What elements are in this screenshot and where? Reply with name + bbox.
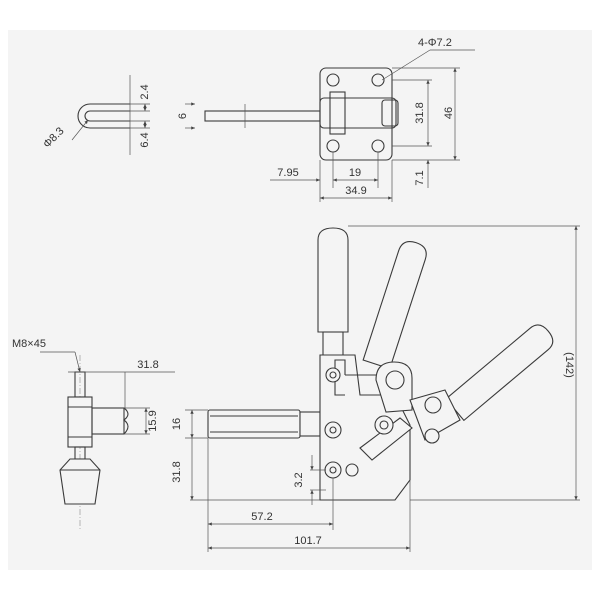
clevis-plan — [329, 91, 346, 135]
pivot-plan — [381, 99, 399, 127]
clamp-arm-rubber — [207, 409, 301, 439]
spindle-rubber-tip — [59, 458, 101, 505]
slot-top-dimension: 2.4 — [139, 84, 151, 99]
reach-dimension: 57.2 — [251, 511, 272, 523]
pivot-pin — [345, 463, 359, 477]
block-height-dimension: 15.9 — [147, 410, 159, 431]
slot-bottom-dimension: 6.4 — [139, 132, 151, 147]
linkage-plan — [319, 97, 397, 129]
mount-hole — [371, 73, 385, 87]
spindle-size-label: M8×45 — [12, 338, 46, 350]
clamp-body — [319, 354, 411, 501]
holes-callout: 4-Φ7.2 — [418, 37, 452, 49]
pivot-pin — [424, 396, 442, 414]
arm-height-dimension: 16 — [171, 418, 183, 430]
handle-grip-mid — [362, 240, 427, 370]
base-offset-left-dimension: 7.95 — [277, 167, 298, 179]
base-width-dimension: 34.9 — [345, 185, 366, 197]
overall-length-dimension: 101.7 — [294, 535, 322, 547]
pivot-offset-dimension: 3.2 — [293, 472, 305, 487]
pivot-pin — [385, 370, 405, 390]
mount-hole — [326, 73, 340, 87]
hole-pitch-vertical-dimension: 31.8 — [414, 102, 426, 123]
drawing-frame — [8, 30, 592, 570]
spindle-nut-upper — [67, 396, 93, 448]
mount-height-dimension: 31.8 — [171, 461, 183, 482]
handle-grip-open — [445, 324, 554, 422]
pin-slot-detail: 2.4 6.4 Φ8.3 — [41, 75, 151, 155]
pivot-pin — [325, 367, 341, 383]
pivot-pin — [324, 421, 342, 439]
overall-height-dimension: (142) — [563, 352, 575, 378]
spindle-width-dimension: 31.8 — [137, 359, 158, 371]
clamp-arm-collar — [299, 411, 321, 437]
base-plate-plan — [319, 67, 393, 161]
pivot-pin — [374, 415, 394, 435]
pivot-pin — [324, 461, 342, 479]
handle-grip-closed — [317, 227, 349, 333]
pin-diameter-label: Φ8.3 — [41, 125, 67, 151]
spindle-detail: M8×45 31.8 15.9 — [12, 338, 175, 530]
slot-outline — [77, 103, 130, 129]
handle-arm-plan — [204, 110, 321, 122]
pivot-pin — [424, 428, 440, 444]
clamp-side-view: (142) 16 31.8 3.2 57.2 101.7 — [171, 225, 580, 552]
base-offset-bottom-dimension: 7.1 — [414, 170, 426, 185]
hole-pitch-horizontal-dimension: 19 — [349, 167, 361, 179]
top-plan-view: 6 4-Φ7.2 46 31.8 7.1 7.95 19 — [177, 37, 475, 202]
arm-thickness-dimension: 6 — [177, 113, 189, 119]
slot-inner — [84, 110, 130, 122]
base-height-dimension: 46 — [443, 107, 455, 119]
linkage-open — [409, 389, 461, 441]
spindle-block — [91, 407, 125, 435]
